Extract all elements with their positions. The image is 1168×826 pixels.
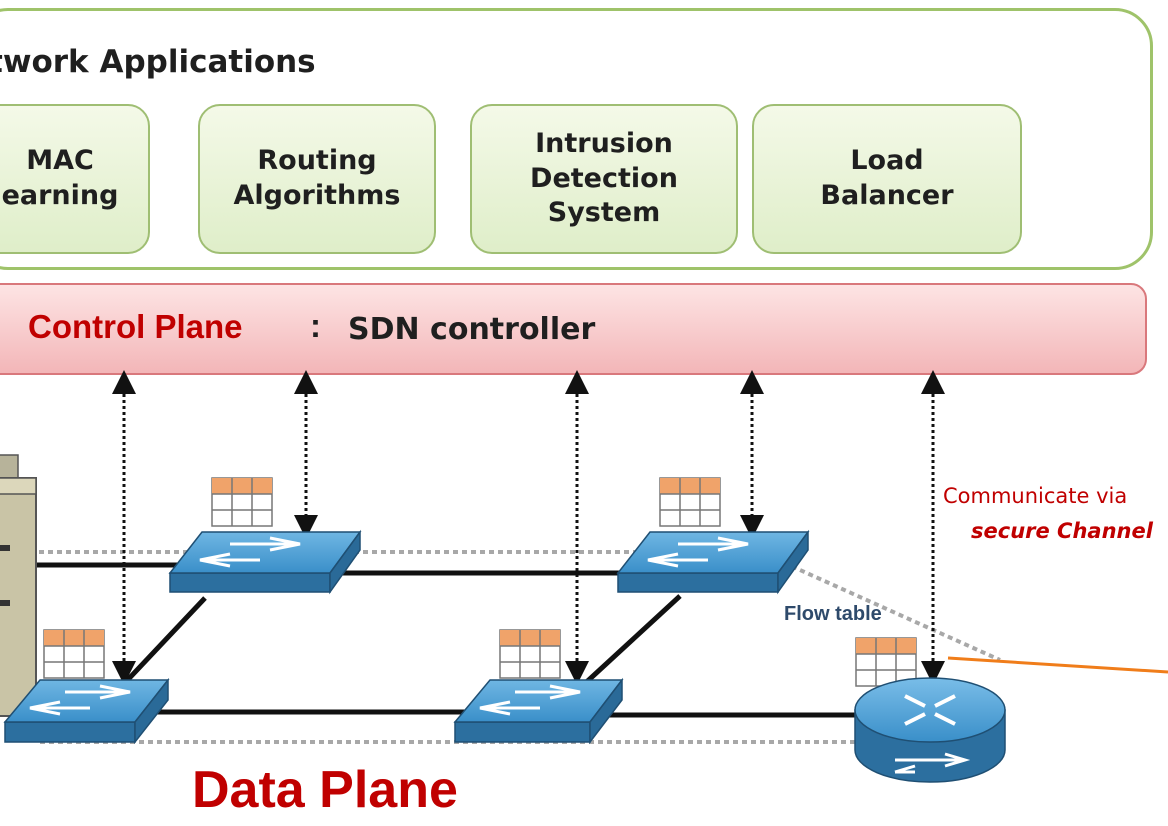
switch-icon	[3, 677, 170, 745]
switch-icon	[168, 529, 362, 595]
secure-channel-label: secure Channel	[971, 519, 1153, 543]
control-plane-separator: :	[310, 307, 321, 344]
app-load-balancer: Load Balancer	[752, 104, 1022, 254]
app-routing-algorithms: Routing Algorithms	[198, 104, 436, 254]
switch-icon	[616, 529, 810, 595]
flow-table-icon	[43, 629, 105, 679]
control-plane-bar	[0, 283, 1147, 375]
flow-table-icon	[499, 629, 561, 679]
communicate-via-label: Communicate via	[943, 484, 1128, 508]
switch-icon	[453, 677, 624, 745]
secure-channel-arrows	[112, 370, 945, 685]
server-icon	[0, 454, 37, 717]
flow-table-icon	[211, 477, 273, 527]
sdn-controller-label: SDN controller	[348, 312, 596, 347]
control-plane-label: Control Plane	[28, 308, 243, 345]
orange-connector-line	[947, 656, 1168, 674]
app-mac-learning: MAC earning	[0, 104, 150, 254]
router-icon	[854, 677, 1006, 783]
data-plane-label: Data Plane	[192, 761, 458, 819]
app-intrusion-detection-system: Intrusion Detection System	[470, 104, 738, 254]
flow-table-icon	[659, 477, 721, 527]
network-applications-title: twork Applications	[0, 44, 316, 80]
flow-table-label: Flow table	[784, 603, 882, 625]
flow-table-icon	[855, 637, 917, 687]
